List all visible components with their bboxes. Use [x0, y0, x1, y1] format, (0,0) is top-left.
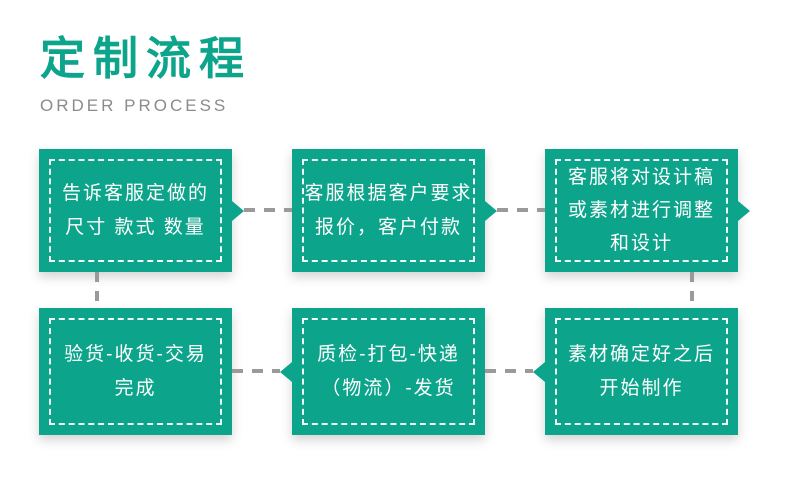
step-4-label: 素材确定好之后 开始制作: [567, 344, 715, 399]
page-subtitle: ORDER PROCESS: [40, 95, 229, 115]
step-1-box: 告诉客服定做的 尺寸 款式 数量: [39, 149, 244, 272]
step-6-label: 验货-收货-交易 完成: [64, 344, 207, 399]
connector-step1-step2: [244, 208, 292, 212]
step-6-box: 验货-收货-交易 完成: [39, 308, 232, 435]
arrow-left-icon: [533, 361, 545, 382]
connector-step3-step4: [690, 272, 694, 308]
page-title: 定制流程: [40, 33, 253, 84]
step-2-box: 客服根据客户要求 报价，客户付款: [292, 149, 497, 272]
step-1-label: 告诉客服定做的 尺寸 款式 数量: [61, 183, 209, 238]
arrow-right-icon: [232, 200, 244, 221]
step-3-label: 客服将对设计稿 或素材进行调整 和设计: [567, 166, 715, 255]
step-3-box: 客服将对设计稿 或素材进行调整 和设计: [545, 149, 750, 272]
step-4-box: 素材确定好之后 开始制作: [533, 308, 738, 435]
arrow-right-icon: [738, 200, 750, 221]
connector-step2-step3: [497, 208, 545, 212]
step-5-box: 质检-打包-快递 （物流）-发货: [280, 308, 485, 435]
arrow-left-icon: [280, 361, 292, 382]
page-header: 定制流程 ORDER PROCESS: [40, 34, 252, 116]
connector-step4-step5: [485, 369, 533, 373]
step-5-label: 质检-打包-快递 （物流）-发货: [317, 344, 460, 399]
connector-step5-step6: [232, 369, 280, 373]
connector-step1-step6: [95, 272, 99, 308]
arrow-right-icon: [485, 200, 497, 221]
step-2-label: 客服根据客户要求 报价，客户付款: [304, 183, 473, 238]
